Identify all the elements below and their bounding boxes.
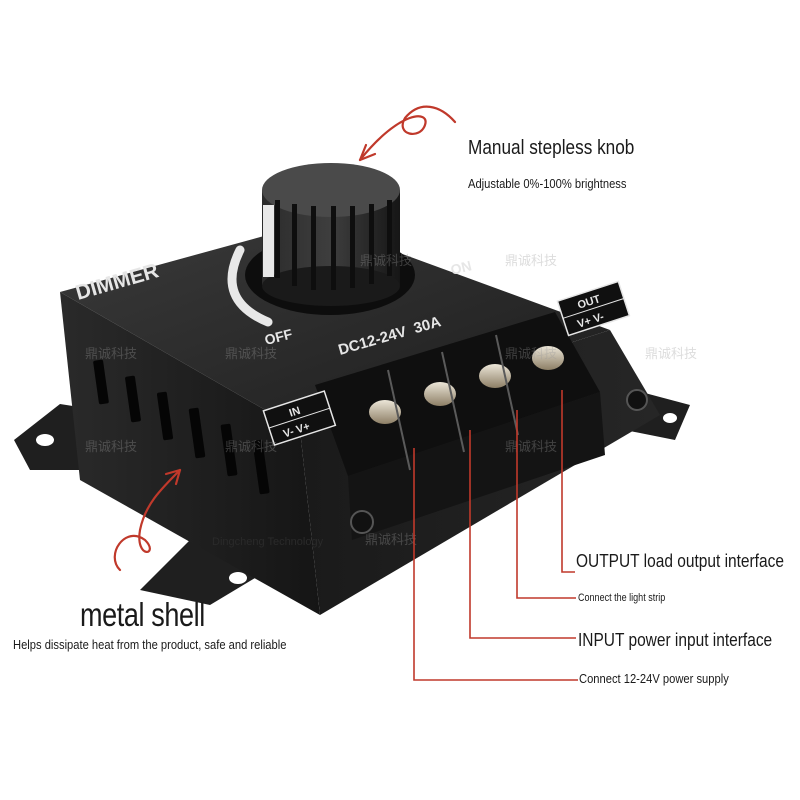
input-callout-title: INPUT power input interface <box>578 630 773 650</box>
knob-callout-subtitle: Adjustable 0%-100% brightness <box>468 176 627 191</box>
leader-lines <box>413 390 578 681</box>
leader-output <box>561 390 575 573</box>
knob-indicator <box>263 205 274 277</box>
shell-callout-subtitle: Helps dissipate heat from the product, s… <box>13 637 287 652</box>
company-watermark: Dingcheng Technology <box>212 536 324 548</box>
shell-callout-title: metal shell <box>80 596 205 633</box>
leader-input-sub <box>413 448 578 681</box>
leader-input <box>469 430 576 639</box>
off-label: OFF <box>263 326 294 348</box>
watermark-text: 鼎诚科技 <box>505 254 557 269</box>
watermark-text: 鼎诚科技 <box>645 347 697 362</box>
input-label-box: IN V- V+ <box>262 390 337 447</box>
watermark-text: 鼎诚科技 <box>85 440 137 455</box>
shell-arrow <box>113 468 182 572</box>
watermark-text: 鼎诚科技 <box>505 347 557 362</box>
knob-arrow <box>358 105 457 162</box>
terminal-block <box>315 312 605 540</box>
screw-input-pos[interactable] <box>424 382 456 406</box>
knob-callout-title: Manual stepless knob <box>468 137 635 159</box>
left-side-panel <box>60 292 320 615</box>
watermark-text: 鼎诚科技 <box>85 347 137 362</box>
case-screw-left <box>350 510 374 534</box>
watermark-text: 鼎诚科技 <box>225 440 277 455</box>
watermark-text: 鼎诚科技 <box>360 254 412 269</box>
brightness-arc <box>227 245 273 327</box>
terminal-screws <box>369 346 564 424</box>
output-label-box: OUT V+ V- <box>556 280 631 337</box>
knob[interactable] <box>245 163 415 315</box>
input-callout-subtitle: Connect 12-24V power supply <box>579 671 729 686</box>
input-label: IN <box>288 405 302 420</box>
watermark-text: 鼎诚科技 <box>365 533 417 548</box>
watermark-text: 鼎诚科技 <box>225 347 277 362</box>
screw-output-neg[interactable] <box>532 346 564 370</box>
leader-output-sub <box>516 410 576 599</box>
vent-slots <box>93 359 270 495</box>
output-callout-subtitle: Connect the light strip <box>578 592 666 604</box>
output-callout-title: OUTPUT load output interface <box>576 551 784 571</box>
case-screw-right <box>626 389 648 411</box>
watermark-text: 鼎诚科技 <box>505 440 557 455</box>
top-panel <box>60 222 610 430</box>
on-label: ON <box>449 257 473 278</box>
screw-input-neg[interactable] <box>369 400 401 424</box>
watermark-layer: 鼎诚科技 鼎诚科技 鼎诚科技 鼎诚科技 鼎诚科技 鼎诚科技 鼎诚科技 鼎诚科技 … <box>85 254 697 548</box>
